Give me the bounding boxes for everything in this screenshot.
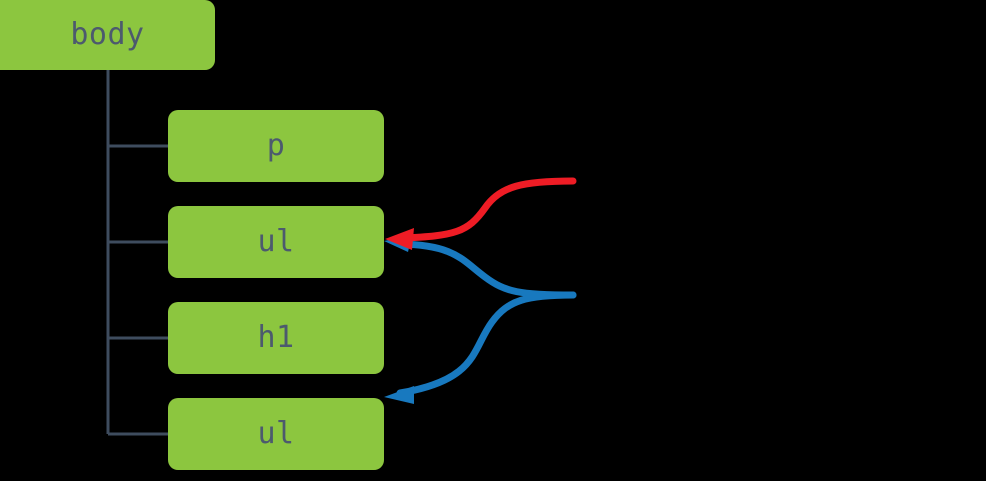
tree-node-p[interactable]: p [168, 110, 384, 182]
tree-node-label: h1 [257, 320, 295, 355]
tree-node-label: body [70, 17, 145, 52]
tree-node-label: p [266, 128, 286, 163]
blue-arrowhead-upper [384, 235, 412, 252]
tree-node-body[interactable]: body [0, 0, 215, 70]
blue-upper-curve [396, 240, 577, 299]
red-pointer-arrow [385, 177, 577, 250]
tree-node-h1[interactable]: h1 [168, 302, 384, 374]
blue-arrowhead-lower [384, 386, 414, 404]
red-arrowhead [385, 228, 414, 250]
tree-node-ul-first[interactable]: ul [168, 206, 384, 278]
tree-node-label: ul [257, 224, 295, 259]
blue-pointer-arrow [384, 235, 577, 404]
tree-node-ul-second[interactable]: ul [168, 398, 384, 470]
red-curve [398, 177, 577, 242]
blue-lower-curve [396, 291, 577, 397]
tree-node-label: ul [257, 416, 295, 451]
